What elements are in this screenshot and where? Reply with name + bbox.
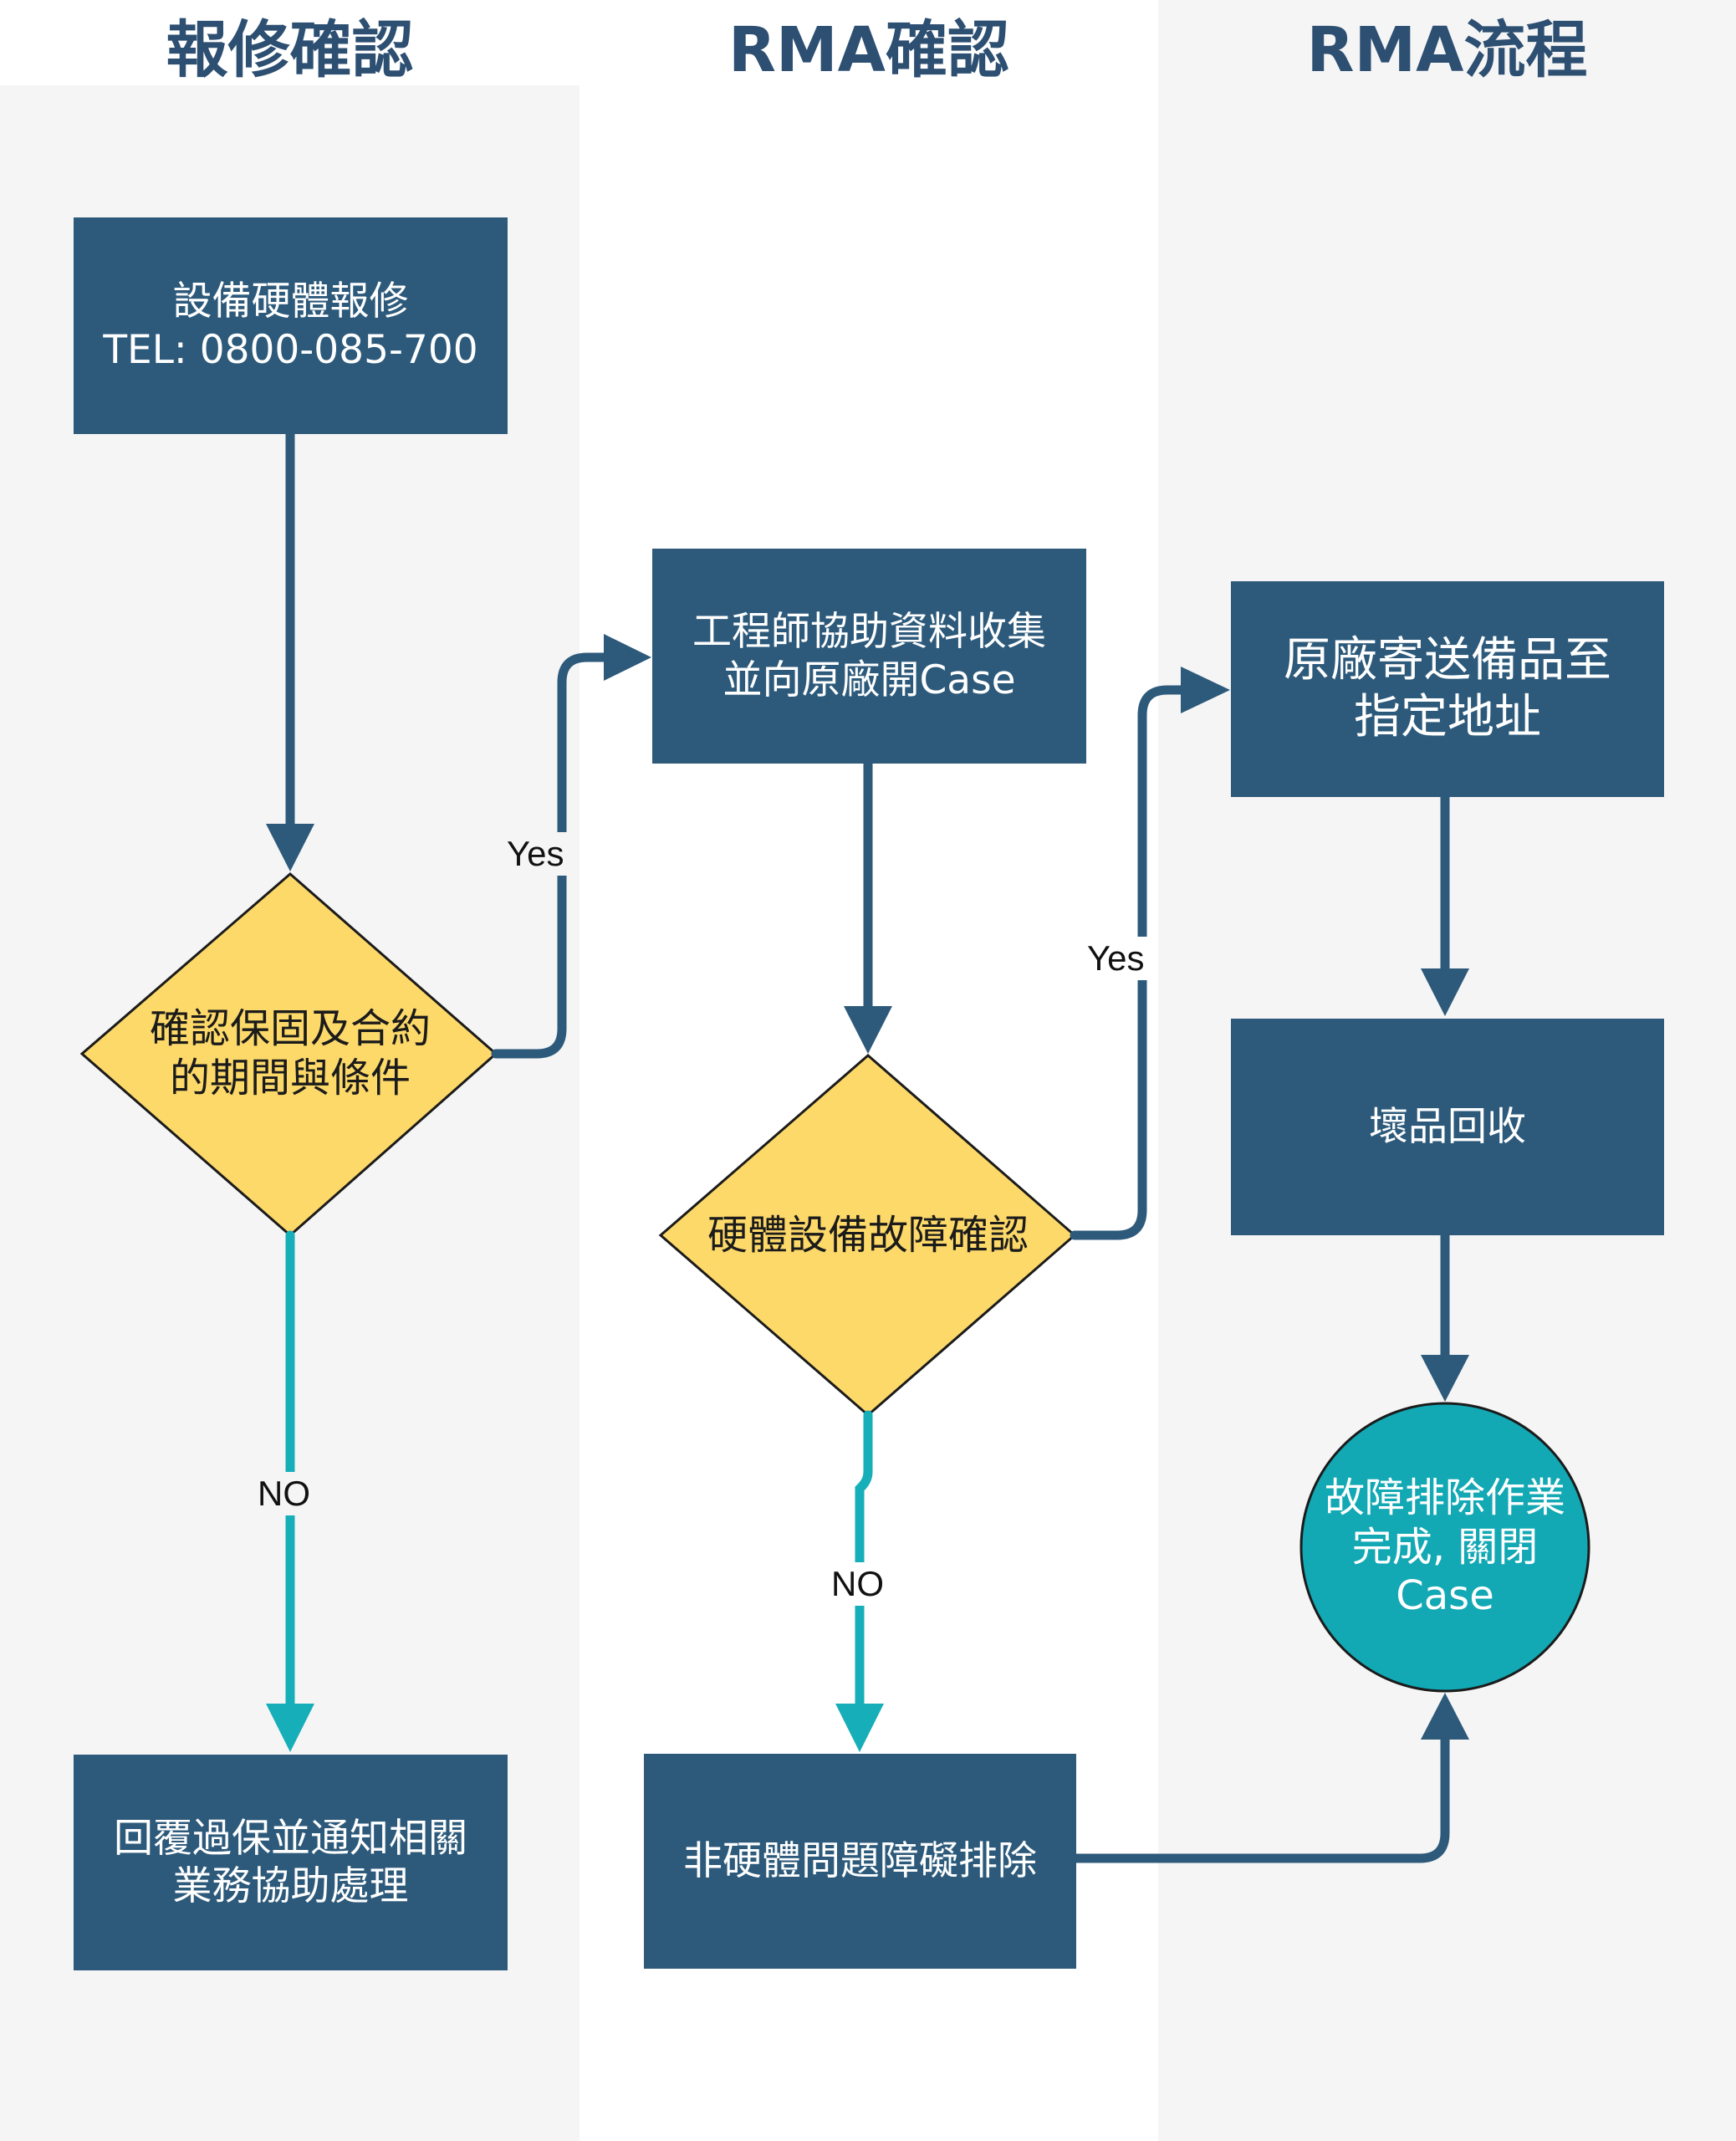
arrowhead [844,1006,892,1054]
decision-hardware-label: 硬體設備故障確認 [707,1211,1029,1259]
lane-title: 報修確認 [0,3,580,86]
edge-label-no: NO [254,1472,314,1515]
end-circle-shape [1299,1402,1590,1693]
process-expired-reply: 回覆過保並通知相關 業務協助處理 [74,1755,508,1970]
edge-label-no: NO [828,1562,887,1606]
decision-warranty-label: 確認保固及合約 的期間與條件 [149,1005,431,1101]
process-non-hardware: 非硬體問題障礙排除 [644,1754,1076,1969]
process-report: 設備硬體報修 TEL: 0800-085-700 [74,217,508,434]
edge-label-yes: Yes [503,832,568,876]
arrowhead [1421,968,1469,1016]
process-engineer-collect: 工程師協助資料收集 並向原廠開Case [652,549,1086,764]
arrowhead [1421,1355,1469,1402]
edge-hardware-no [855,1410,873,1711]
arrowhead [266,824,314,871]
lane-title: RMA流程 [1306,13,1588,86]
end-done-label: 故障排除作業 完成, 關閉 Case [1324,1474,1565,1620]
edge-label-yes: Yes [1084,937,1148,980]
lane-title: RMA確認 [728,13,1009,86]
arrowhead [266,1704,314,1752]
arrowhead [835,1704,884,1752]
arrowhead [1421,1693,1469,1740]
edge-nonhw-to-done [1071,1731,1450,1863]
arrowhead [1181,667,1230,713]
process-return-bad: 壞品回收 [1231,1019,1664,1235]
process-ship-spare: 原廠寄送備品至 指定地址 [1231,581,1664,797]
arrowhead [604,634,651,681]
